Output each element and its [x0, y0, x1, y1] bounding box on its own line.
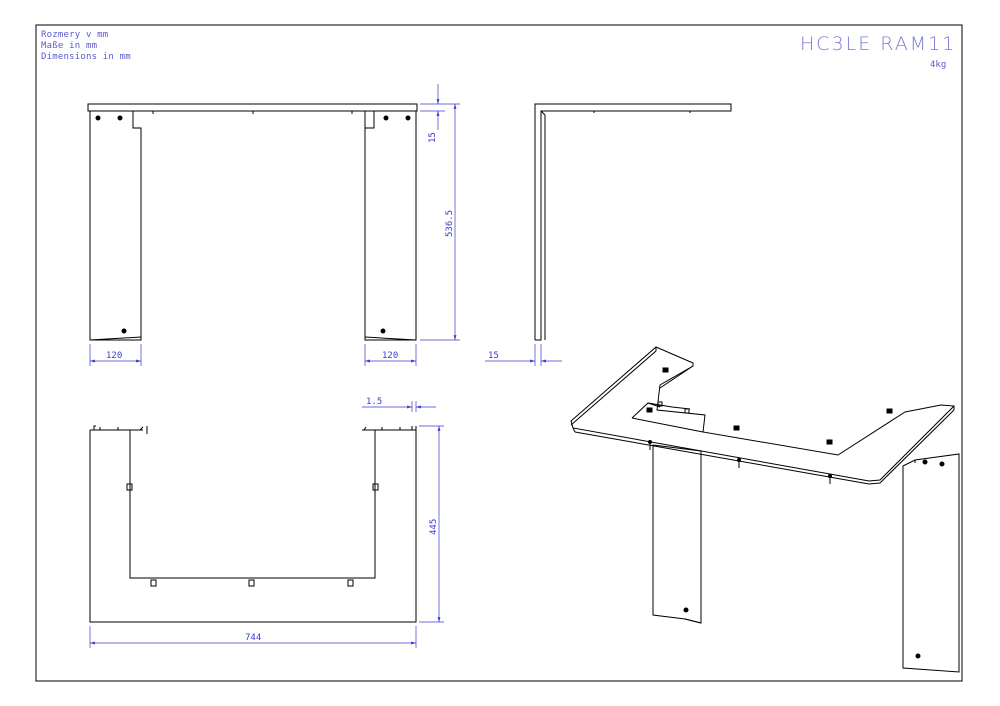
dim-side-thickness: 15 — [488, 351, 499, 361]
drawing-title: HC3LE RAM11 — [800, 33, 957, 55]
units-note-de: Maße in mm — [41, 41, 98, 51]
dim-plan-width: 744 — [245, 633, 261, 643]
dim-right-width: 120 — [382, 351, 398, 361]
dim-plan-offset: 1.5 — [366, 397, 382, 407]
dim-height: 536.5 — [445, 210, 455, 237]
plan-view — [89, 425, 417, 623]
front-dimensions — [89, 84, 460, 366]
plan-dimensions — [89, 401, 444, 648]
sheet-border — [35, 24, 963, 682]
dim-top-thickness: 15 — [428, 132, 438, 143]
units-note-cz: Rozmery v mm — [41, 30, 109, 40]
dim-plan-depth: 445 — [429, 519, 439, 535]
side-view — [534, 103, 732, 341]
weight-label: 4kg — [930, 60, 947, 70]
units-note-en: Dimensions in mm — [41, 52, 131, 62]
side-dimensions — [485, 344, 562, 366]
isometric-view — [570, 346, 960, 673]
front-view — [87, 103, 418, 341]
dim-left-width: 120 — [106, 351, 122, 361]
